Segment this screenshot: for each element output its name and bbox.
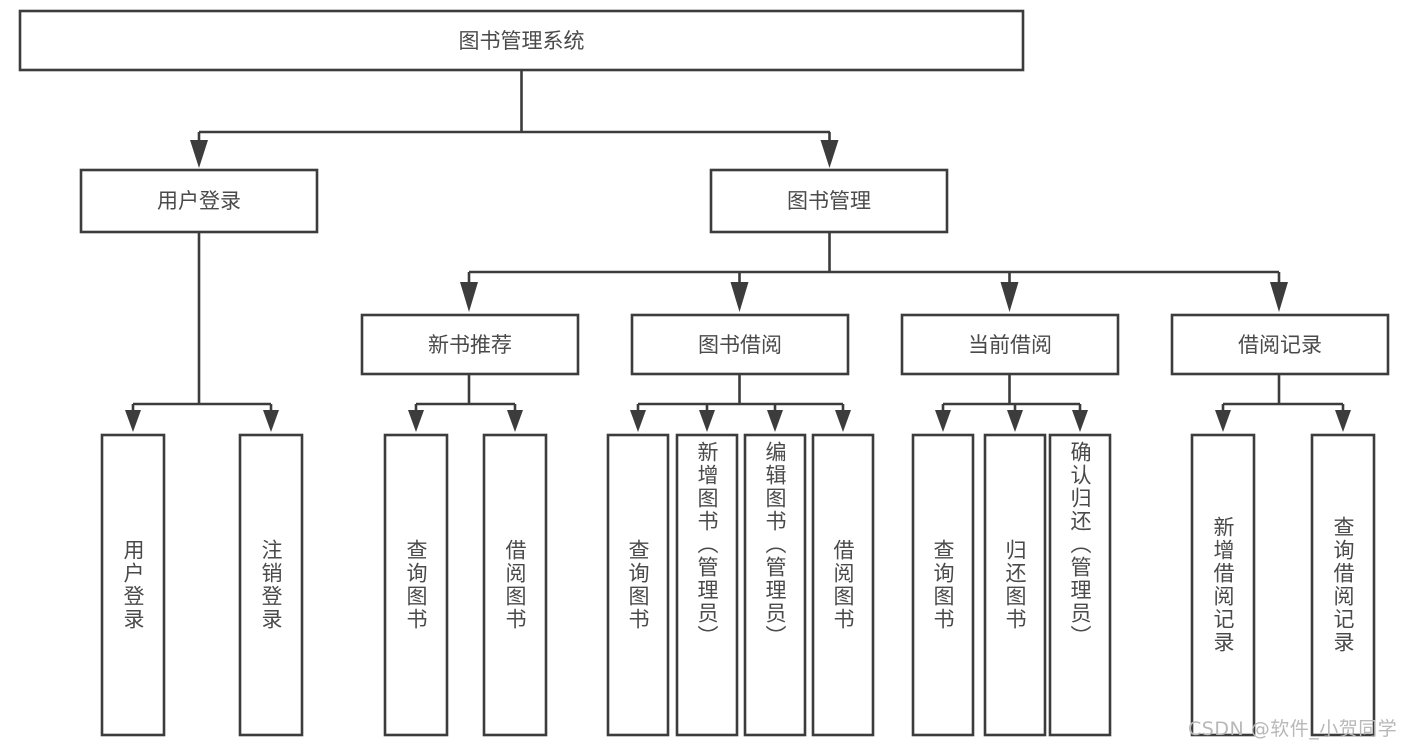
node-box-root[interactable] [18, 9, 1025, 72]
arrow-head-leaf-borrow-book [835, 410, 851, 432]
arrow-head-leaf-confirm-return-admin [1072, 410, 1088, 432]
node-box-leaf-query-book-borrow[interactable] [606, 433, 670, 737]
node-box-current-borrow[interactable] [900, 313, 1120, 376]
node-box-leaf-add-borrow-record[interactable] [1190, 433, 1256, 737]
arrow-head-leaf-user-login [125, 410, 141, 432]
node-box-leaf-query-book-current[interactable] [911, 433, 975, 737]
arrow-head-borrow-record [1270, 282, 1288, 312]
node-box-leaf-query-book-recommend[interactable] [383, 433, 449, 737]
arrow-head-leaf-query-book-current [935, 410, 951, 432]
node-box-leaf-query-borrow-record[interactable] [1310, 433, 1376, 737]
node-box-borrow-record[interactable] [1170, 313, 1390, 376]
node-label-borrow-record: 借阅记录 [1238, 333, 1322, 357]
connector-group-user-login-to-leaves [125, 232, 279, 432]
arrow-head-leaf-borrow-book-recommend [507, 410, 523, 432]
node-box-leaf-confirm-return-admin[interactable] [1048, 433, 1112, 737]
arrow-head-current-borrow [1000, 282, 1019, 312]
arrow-head-user-login [190, 140, 208, 168]
arrow-head-leaf-edit-book-admin [767, 410, 783, 432]
node-label-root: 图书管理系统 [459, 29, 585, 53]
connector-group-current-borrow-to-leaves [935, 374, 1088, 432]
node-label-user-login: 用户登录 [157, 189, 241, 213]
node-box-new-book-recommend[interactable] [360, 313, 580, 376]
node-box-leaf-borrow-book-recommend[interactable] [482, 433, 548, 737]
node-box-leaf-add-book-admin[interactable] [675, 433, 739, 737]
arrow-head-leaf-add-book-admin [699, 410, 715, 432]
watermark-text: CSDN @软件_小贺同学 [1188, 718, 1398, 740]
arrow-head-new-book-recommend [460, 282, 478, 312]
node-label-book-borrow: 图书借阅 [698, 333, 782, 357]
arrow-head-leaf-add-borrow-record [1215, 410, 1231, 432]
connector-group-root-to-level2 [190, 70, 839, 168]
node-label-current-borrow: 当前借阅 [968, 333, 1052, 357]
connector-group-borrow-record-to-leaves [1215, 374, 1351, 432]
node-box-book-borrow[interactable] [630, 313, 850, 376]
connector-group-new-book-recommend-to-leaves [408, 374, 523, 432]
node-label-book-management: 图书管理 [787, 189, 871, 213]
node-box-leaf-return-book[interactable] [983, 433, 1047, 737]
arrow-head-leaf-query-borrow-record [1335, 410, 1351, 432]
node-box-leaf-borrow-book[interactable] [811, 433, 875, 737]
node-box-user-login[interactable] [79, 168, 319, 234]
arrow-head-leaf-query-book-borrow [630, 410, 646, 432]
node-box-leaf-edit-book-admin[interactable] [743, 433, 807, 737]
arrow-head-leaf-query-book-recommend [408, 410, 424, 432]
connector-group-book-borrow-to-leaves [630, 374, 851, 432]
node-box-book-management[interactable] [709, 168, 949, 234]
node-box-leaf-user-login[interactable] [100, 433, 166, 737]
node-box-leaf-user-logout[interactable] [238, 433, 304, 737]
node-label-new-book-recommend: 新书推荐 [428, 333, 512, 357]
arrow-head-book-management [820, 140, 839, 168]
arrow-head-leaf-user-logout [263, 410, 279, 432]
arrow-head-book-borrow [730, 282, 749, 312]
connector-group-book-management-to-level3 [460, 232, 1288, 312]
arrow-head-leaf-return-book [1007, 410, 1023, 432]
